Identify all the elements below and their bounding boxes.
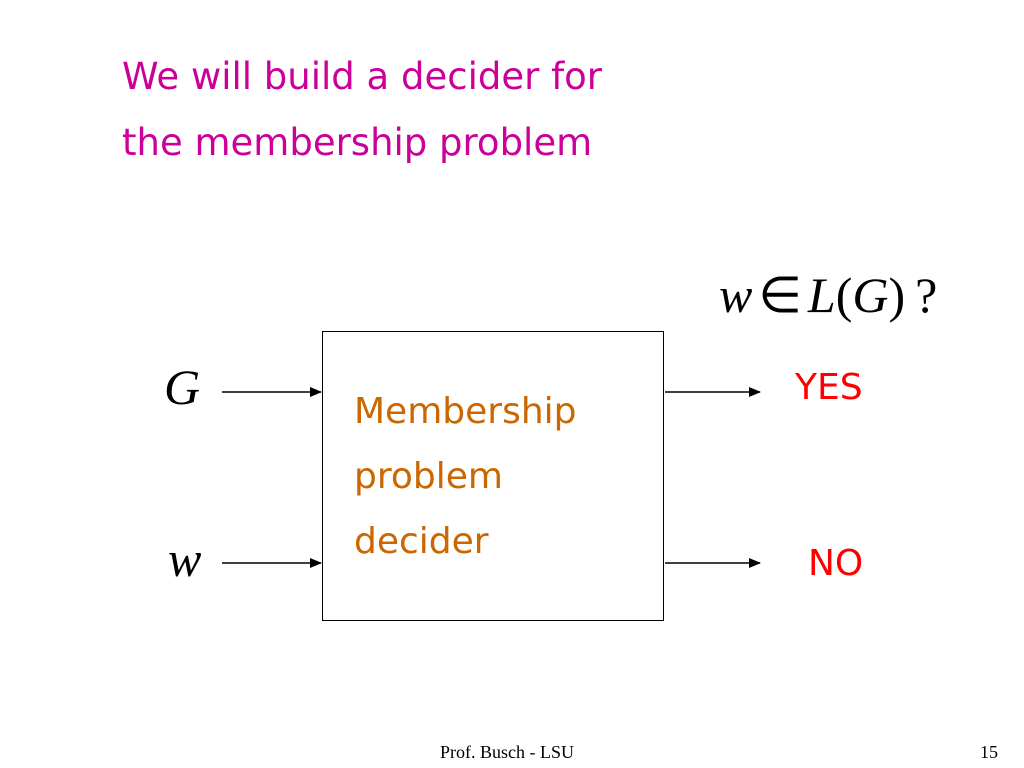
title-line-2: the membership problem [122,121,593,164]
input-grammar-label: G [164,359,201,415]
decider-box [322,331,664,621]
question-mark: ? [915,267,938,323]
output-no-label: NO [808,543,864,584]
question-close-paren: ) [888,267,906,323]
question-open-paren: ( [835,267,853,323]
title-line-1: We will build a decider for [122,55,602,98]
membership-question: w∈L(G)? [719,266,937,324]
input-string-label: w [168,531,202,587]
page-number: 15 [980,742,998,762]
decider-label-line-2: problem [354,456,503,497]
question-language: L [807,267,836,323]
element-of-symbol: ∈ [758,267,802,323]
question-grammar: G [852,267,889,323]
footer-author: Prof. Busch - LSU [440,742,574,762]
decider-label-line-3: decider [354,521,489,562]
question-w: w [719,267,753,323]
output-yes-label: YES [795,367,863,408]
decider-label-line-1: Membership [354,391,577,432]
